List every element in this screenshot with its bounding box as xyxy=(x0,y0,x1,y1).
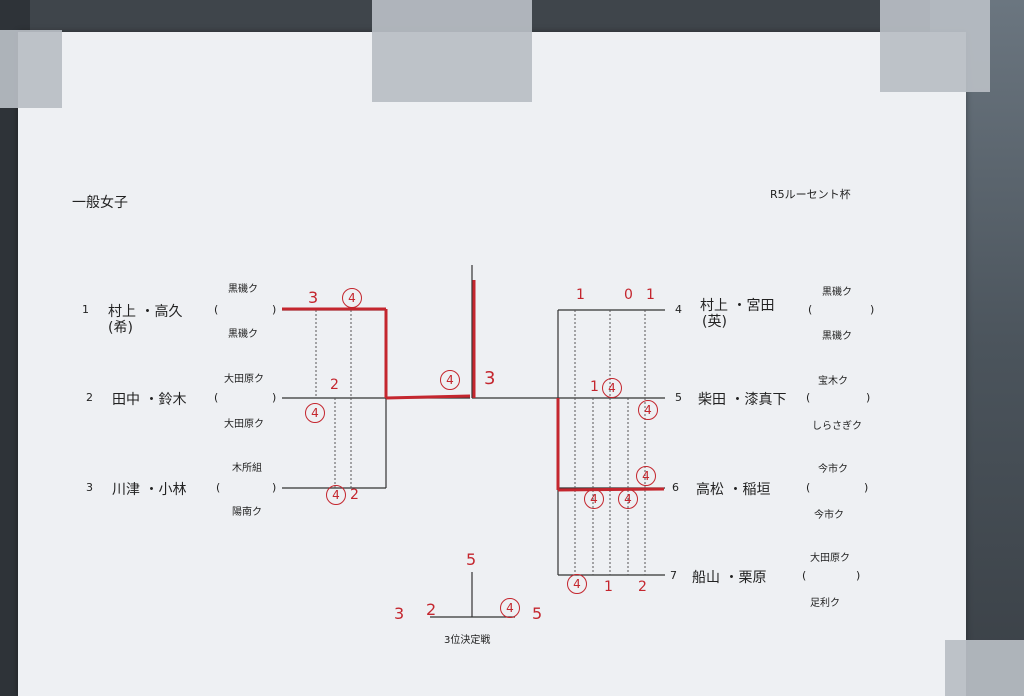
tape-top-right xyxy=(880,0,990,92)
score-handwritten: 1 xyxy=(604,579,613,595)
player-names-4: 村上 ・宮田 xyxy=(700,298,775,314)
score-handwritten: 3 xyxy=(394,604,405,623)
club-2-bottom: 大田原ク xyxy=(224,419,264,430)
tape-left xyxy=(0,30,62,108)
player-sub-1: (希) xyxy=(108,320,133,336)
player-names-7: 船山 ・栗原 xyxy=(692,570,767,586)
club-4-top: 黒磯ク xyxy=(822,287,852,298)
paren-close: ) xyxy=(866,391,871,404)
club-2-top: 大田原ク xyxy=(224,374,264,385)
score-circled: 4 xyxy=(326,485,346,505)
paren-open: ( xyxy=(214,391,219,404)
score-circled: 4 xyxy=(500,598,520,618)
seed-1: 1 xyxy=(82,303,89,316)
score-handwritten: 1 xyxy=(590,379,599,395)
club-6-top: 今市ク xyxy=(818,464,848,475)
score-handwritten: 3 xyxy=(308,288,319,307)
score-circled: 4 xyxy=(440,370,460,390)
paren-close: ) xyxy=(870,303,875,316)
paren-open: ( xyxy=(806,481,811,494)
score-circled: 4 xyxy=(342,288,362,308)
club-1-bottom: 黒磯ク xyxy=(228,329,258,340)
paren-close: ) xyxy=(864,481,869,494)
score-circled: 4 xyxy=(567,574,587,594)
seed-7: 7 xyxy=(670,569,677,582)
club-3-top: 木所組 xyxy=(232,463,262,474)
score-handwritten: 3 xyxy=(484,368,496,389)
bracket-sheet xyxy=(18,32,966,696)
club-4-bottom: 黒磯ク xyxy=(822,331,852,342)
club-5-top: 宝木ク xyxy=(818,376,848,387)
player-names-2: 田中 ・鈴木 xyxy=(112,392,187,408)
tape-top-center xyxy=(372,0,532,102)
club-1-top: 黒磯ク xyxy=(228,284,258,295)
player-names-5: 柴田 ・漆真下 xyxy=(698,392,787,408)
score-handwritten: 0 xyxy=(624,287,633,303)
club-7-top: 大田原ク xyxy=(810,553,850,564)
score-circled: 4 xyxy=(618,489,638,509)
score-handwritten: 1 xyxy=(646,287,655,303)
club-6-bottom: 今市ク xyxy=(814,510,844,521)
score-handwritten: 2 xyxy=(350,487,359,503)
third-place-label: 3位決定戦 xyxy=(444,635,491,646)
score-handwritten: 5 xyxy=(466,550,477,569)
club-5-bottom: しらさぎク xyxy=(812,421,862,432)
club-7-bottom: 足利ク xyxy=(810,598,840,609)
score-circled: 4 xyxy=(305,403,325,423)
paren-open: ( xyxy=(216,481,221,494)
seed-3: 3 xyxy=(86,481,93,494)
player-names-1: 村上 ・高久 xyxy=(108,304,183,320)
score-handwritten: 2 xyxy=(638,579,647,595)
score-circled: 4 xyxy=(584,489,604,509)
paren-open: ( xyxy=(808,303,813,316)
paren-open: ( xyxy=(214,303,219,316)
player-names-6: 高松 ・稲垣 xyxy=(696,482,771,498)
score-handwritten: 1 xyxy=(576,287,585,303)
paren-open: ( xyxy=(802,569,807,582)
seed-4: 4 xyxy=(675,303,682,316)
category-title: 一般女子 xyxy=(72,195,128,211)
score-circled: 4 xyxy=(638,400,658,420)
club-3-bottom: 陽南ク xyxy=(232,507,262,518)
score-handwritten: 2 xyxy=(330,377,339,393)
tape-bottom-right xyxy=(945,640,1024,696)
score-handwritten: 5 xyxy=(532,604,543,623)
paren-close: ) xyxy=(272,391,277,404)
seed-5: 5 xyxy=(675,391,682,404)
paren-close: ) xyxy=(272,303,277,316)
seed-2: 2 xyxy=(86,391,93,404)
paren-close: ) xyxy=(272,481,277,494)
score-circled: 4 xyxy=(602,378,622,398)
paren-close: ) xyxy=(856,569,861,582)
tournament-title: R5ルーセント杯 xyxy=(770,188,851,201)
player-names-3: 川津 ・小林 xyxy=(112,482,187,498)
paren-open: ( xyxy=(806,391,811,404)
score-circled: 4 xyxy=(636,466,656,486)
player-sub-4: (英) xyxy=(702,314,727,330)
seed-6: 6 xyxy=(672,481,679,494)
score-handwritten: 2 xyxy=(426,600,437,619)
